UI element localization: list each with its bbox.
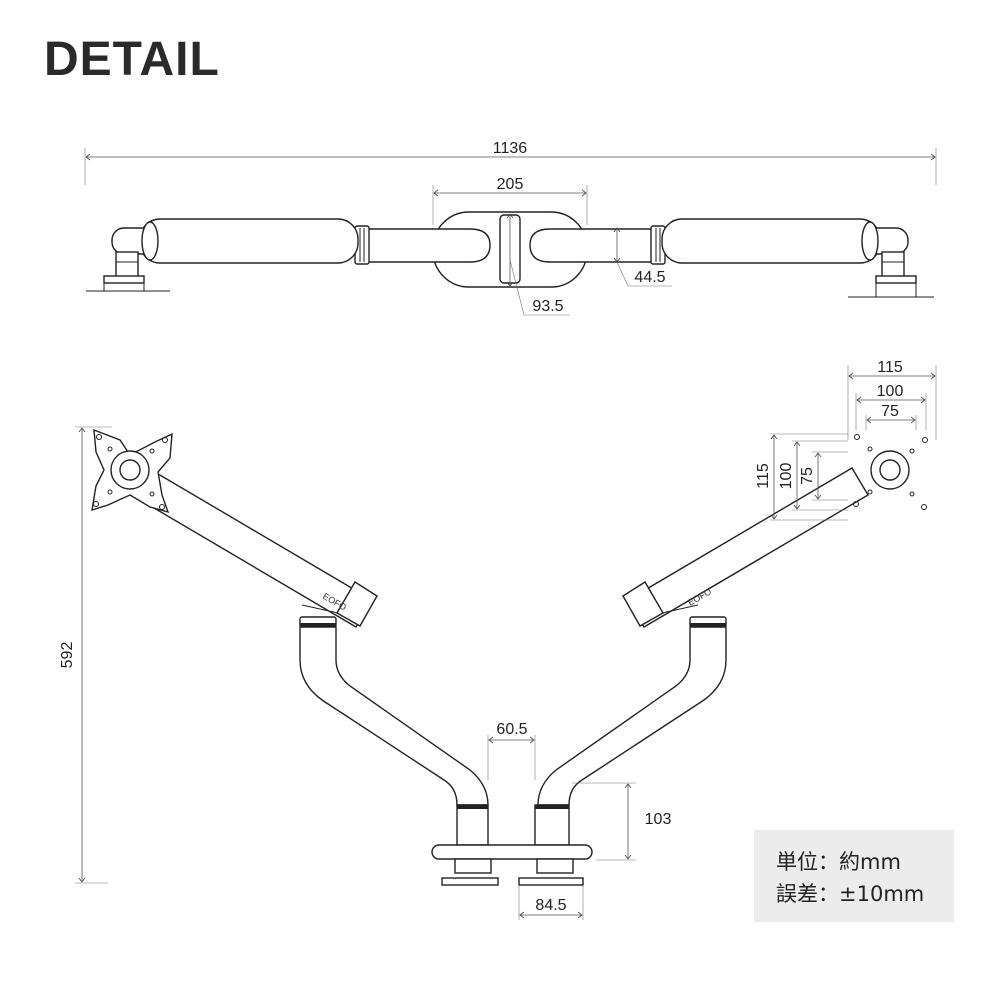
label-clamp-spacing: 84.5 (535, 897, 566, 914)
right-upper-arm: EOFO (622, 467, 869, 628)
label-total-width: 1136 (493, 140, 528, 157)
label-base-depth: 93.5 (532, 298, 563, 315)
tolerance-note: 誤差：±10mm (776, 882, 925, 906)
top-view: 1136 205 (84, 140, 937, 316)
spec-note-box: 単位：約mm 誤差：±10mm (754, 830, 954, 922)
dimension-center-width: 205 (432, 176, 588, 225)
dimension-arm-diameter: 44.5 (617, 228, 672, 287)
right-lower-arm (537, 616, 727, 806)
right-vesa-plate (853, 434, 928, 510)
left-lower-arm (299, 616, 489, 806)
label-pole-height: 103 (645, 811, 672, 828)
page-title: DETAIL (44, 33, 220, 86)
label-arm-diameter: 44.5 (634, 269, 665, 286)
unit-note: 単位：約mm (776, 850, 901, 874)
dimension-total-width: 1136 (84, 140, 937, 185)
label-vesa-mid-h: 100 (877, 383, 904, 400)
left-vesa-plate (91, 428, 173, 514)
top-left-arm (86, 218, 491, 292)
label-pole-gap: 60.5 (496, 721, 527, 738)
label-vesa-mid-v: 100 (778, 463, 795, 490)
front-view: 592 EOFO (59, 359, 937, 920)
dimension-vesa-horizontal: 115 100 75 (847, 359, 937, 440)
dimension-height: 592 (59, 426, 112, 884)
dimension-base-depth: 93.5 (510, 214, 570, 316)
top-right-arm (529, 218, 934, 298)
center-poles (431, 804, 593, 886)
left-upper-arm: EOFO (131, 467, 378, 628)
label-vesa-outer-v: 115 (755, 463, 772, 489)
label-center-width: 205 (497, 176, 524, 193)
dimension-pole-gap: 60.5 (487, 721, 536, 780)
dimension-clamp-spacing: 84.5 (518, 886, 584, 920)
label-vesa-inner-v: 75 (799, 467, 816, 485)
label-vesa-inner-h: 75 (881, 403, 899, 420)
label-vesa-outer-h: 115 (877, 359, 903, 376)
dimension-pole-height: 103 (572, 782, 672, 861)
label-height: 592 (59, 642, 76, 669)
dimension-vesa-vertical: 115 100 75 (755, 433, 848, 521)
